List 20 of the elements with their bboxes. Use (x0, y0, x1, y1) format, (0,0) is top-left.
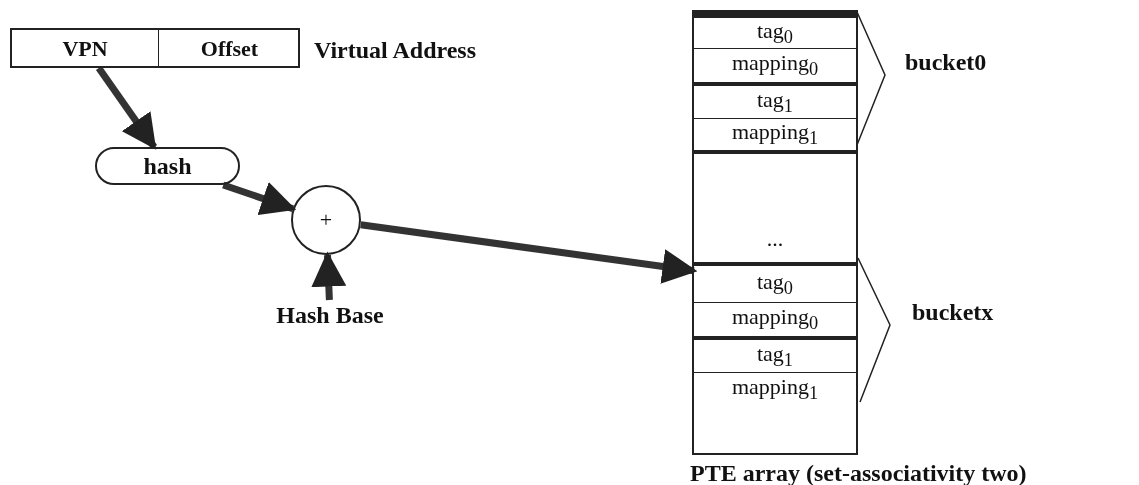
table-cell: mapping$_{0}$ (694, 48, 856, 82)
bucket-label: bucket0 (905, 50, 987, 74)
table-cell: mapping$_{1}$ (694, 118, 856, 150)
table-cell: tag$_{0}$ (694, 14, 856, 48)
adder-circle: + (291, 185, 361, 255)
hash-function-box: hash (95, 147, 240, 185)
bucket-label: bucketx (912, 300, 994, 324)
table-cell: ... (694, 150, 856, 262)
table-cell: mapping$_{0}$ (694, 302, 856, 336)
input-label: Hash Base (275, 300, 385, 330)
table-cell: tag$_{1}$ (694, 82, 856, 118)
table-cell: tag$_{0}$ (694, 262, 856, 302)
register-caption: Virtual Address (314, 38, 477, 62)
arrow (95, 66, 158, 150)
arrow (222, 181, 297, 216)
table-cell: mapping$_{1}$ (694, 372, 856, 406)
table-cell: tag$_{1}$ (694, 336, 856, 372)
arrow (360, 221, 698, 284)
address-field: Offset (159, 30, 300, 68)
address-field: VPN (12, 30, 159, 68)
